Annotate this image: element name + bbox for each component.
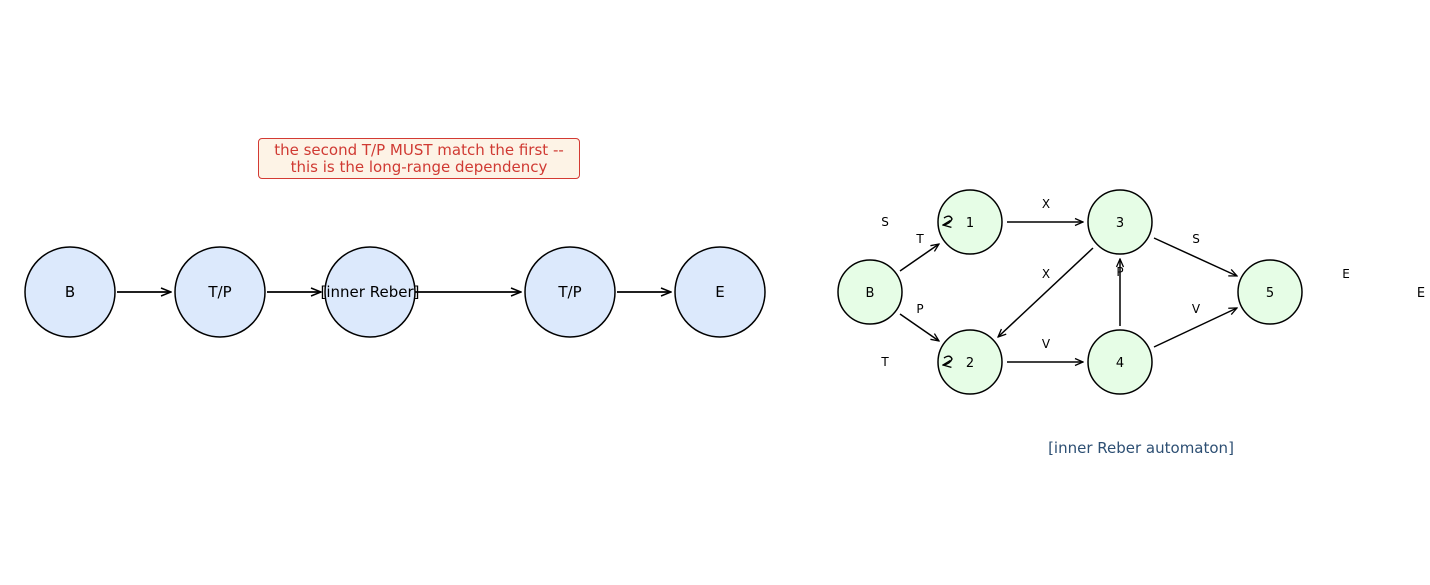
edge-b-to-1 — [899, 244, 939, 272]
outer-node-tp1-label: T/P — [207, 283, 231, 301]
inner-node-2: 2 — [937, 329, 1003, 395]
label-4-to-3: P — [1116, 265, 1123, 279]
dependency-note: the second T/P MUST match the first -- t… — [258, 138, 580, 179]
label-exit-5: E — [1342, 267, 1350, 281]
self-loop-2 — [943, 355, 953, 365]
inner-node-b: B — [837, 259, 903, 325]
inner-node-2-label: 2 — [966, 356, 974, 371]
edge-3-to-5 — [1153, 237, 1237, 277]
outer-node-inner-reber-label: [inner Reber] — [321, 283, 420, 301]
outer-node-b-label: B — [65, 283, 75, 301]
label-loop-1: S — [881, 215, 889, 229]
inner-node-3-label: 3 — [1116, 216, 1124, 231]
inner-node-3: 3 — [1087, 189, 1153, 255]
inner-automaton: B 1 2 3 4 5 S T P T X X V — [837, 189, 1425, 457]
inner-node-4-label: 4 — [1116, 356, 1124, 371]
edge-3-to-2 — [998, 247, 1094, 337]
self-loop-1 — [943, 215, 953, 225]
label-4-to-5: V — [1192, 302, 1201, 316]
outer-node-inner-reber: [inner Reber] — [321, 246, 420, 338]
edge-b-to-2 — [899, 313, 939, 341]
label-exit-far: E — [1417, 286, 1425, 301]
dependency-note-line-1: the second T/P MUST match the first -- — [274, 141, 564, 159]
inner-node-1: 1 — [937, 189, 1003, 255]
inner-automaton-caption: [inner Reber automaton] — [1048, 439, 1234, 457]
outer-node-tp2-label: T/P — [557, 283, 581, 301]
outer-node-b: B — [24, 246, 116, 338]
label-2-to-4: V — [1042, 337, 1051, 351]
outer-node-tp2: T/P — [524, 246, 616, 338]
label-3-to-2: X — [1042, 267, 1050, 281]
label-3-to-5: S — [1192, 232, 1200, 246]
dependency-note-line-2: this is the long-range dependency — [290, 158, 548, 176]
label-loop-2: T — [880, 355, 889, 369]
edge-4-to-5 — [1153, 308, 1237, 348]
inner-node-5: 5 — [1237, 259, 1303, 325]
outer-chain: B T/P [inner Reber] T/P E — [24, 246, 766, 338]
outer-node-e-label: E — [715, 283, 724, 301]
inner-node-5-label: 5 — [1266, 286, 1274, 301]
outer-node-tp1: T/P — [174, 246, 266, 338]
inner-node-b-label: B — [866, 286, 875, 301]
label-1-to-3: X — [1042, 197, 1050, 211]
outer-node-e: E — [674, 246, 766, 338]
inner-node-1-label: 1 — [966, 216, 974, 231]
inner-node-4: 4 — [1087, 329, 1153, 395]
label-b-to-1: T — [915, 232, 924, 246]
label-b-to-2: P — [916, 302, 923, 316]
